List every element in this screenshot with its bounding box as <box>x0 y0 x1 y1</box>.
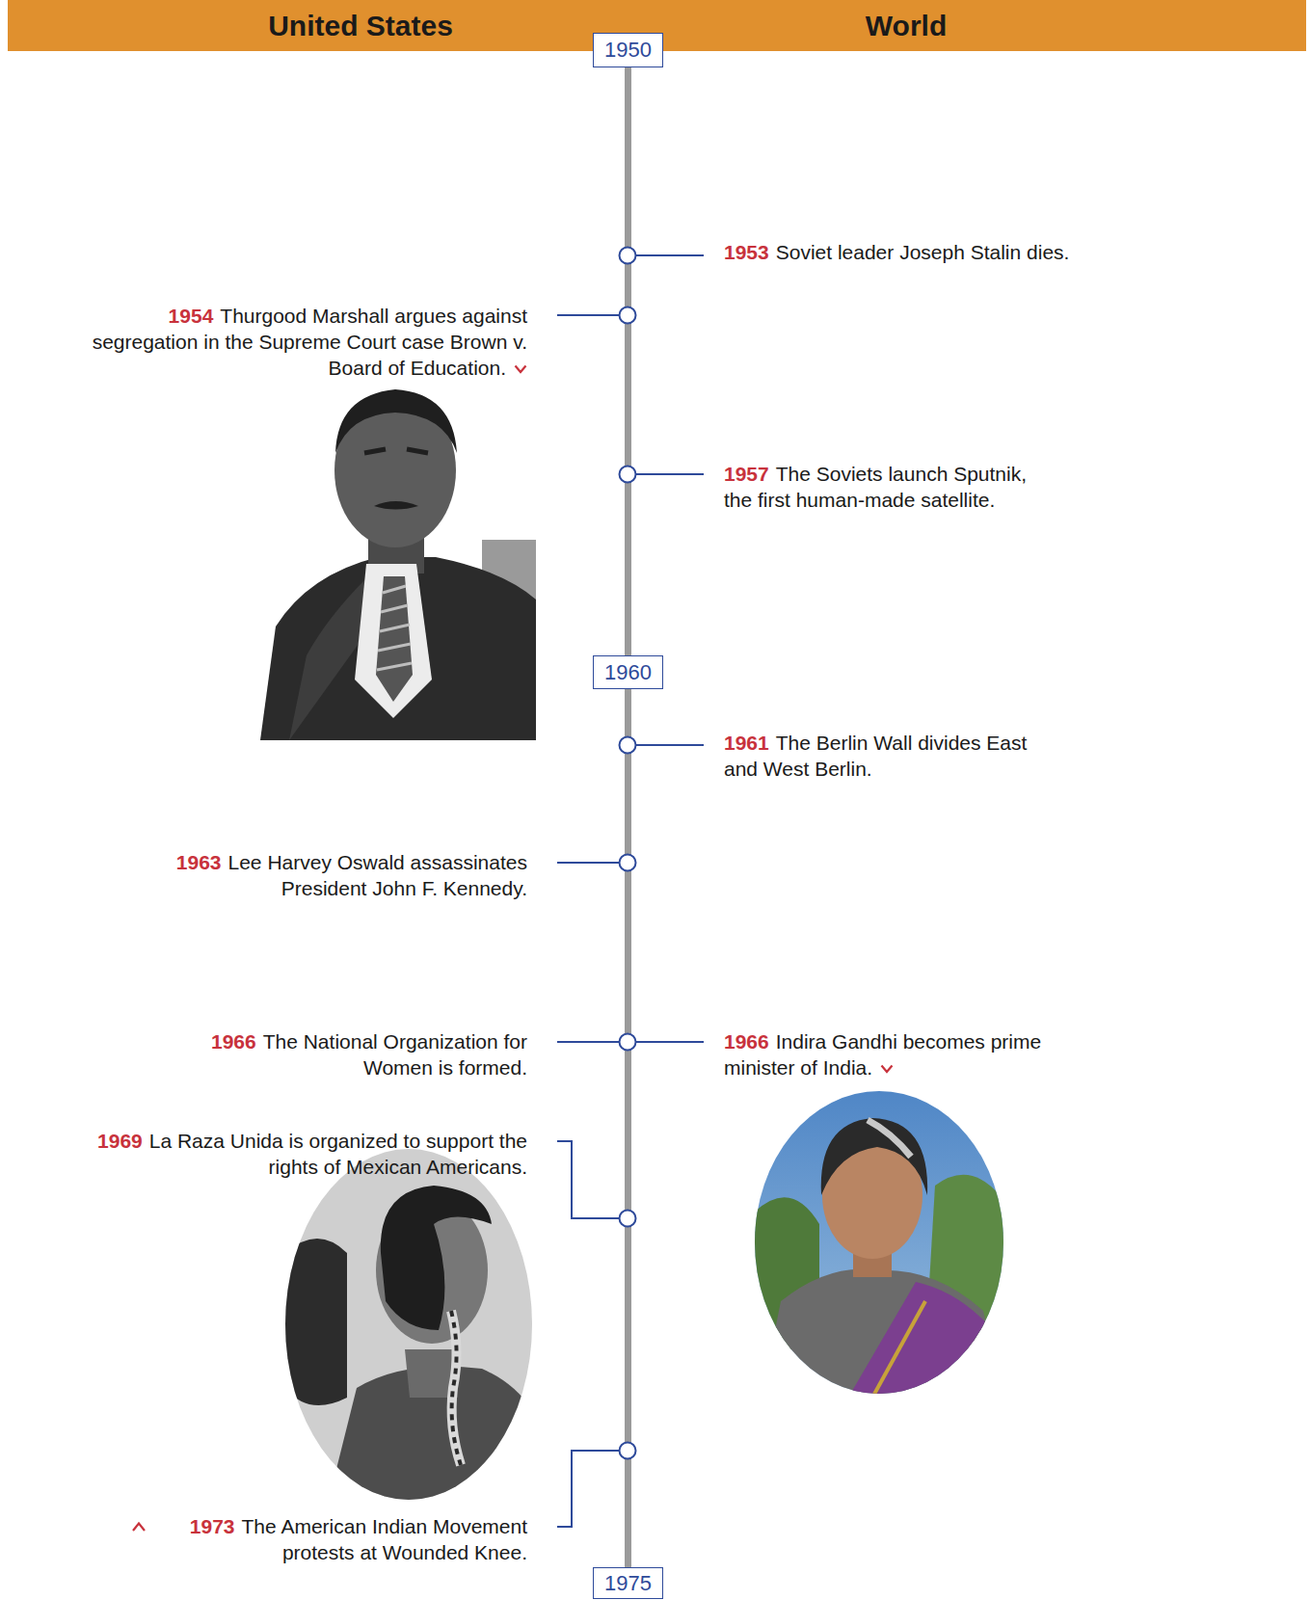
year-label: 1950 <box>593 33 663 67</box>
event-text: Indira Gandhi becomes prime minister of … <box>723 1030 1042 1079</box>
event-year: 1963 <box>176 851 222 874</box>
event-year: 1969 <box>97 1129 143 1152</box>
event-year: 1957 <box>723 462 770 485</box>
event-text: La Raza Unida is organized to support th… <box>149 1129 528 1178</box>
event-year: 1966 <box>723 1030 770 1053</box>
event-text: The American Indian Movement protests at… <box>241 1515 528 1564</box>
column-heading: United States <box>267 0 454 52</box>
event-entry: 1963 Lee Harvey Oswald assassinates Presi… <box>149 849 528 902</box>
event-text: The Soviets launch Sputnik, the first hu… <box>723 462 1027 511</box>
event-text: Soviet leader Joseph Stalin dies. <box>775 240 1070 264</box>
event-text: The National Organization for Women is f… <box>263 1030 528 1079</box>
timeline-dots <box>619 247 637 1460</box>
event-entry: 1969 La Raza Unida is organized to suppor… <box>83 1127 528 1180</box>
timeline-axis <box>624 67 632 656</box>
down-caret <box>513 364 528 375</box>
event-year: 1953 <box>723 240 770 264</box>
event-year: 1961 <box>723 731 770 754</box>
year-marker: 1950 <box>592 32 664 68</box>
event-year: 1973 <box>189 1515 236 1538</box>
down-caret <box>880 1064 894 1074</box>
native-american-photo <box>279 1147 540 1504</box>
timeline-axis <box>624 689 632 1568</box>
event-entry: 1954Thurgood Marshall argues against seg… <box>69 302 528 381</box>
year-marker: 1975 <box>592 1567 664 1600</box>
gandhi-photo <box>751 1089 1008 1398</box>
year-marker: 1960 <box>592 655 664 690</box>
leader-lines <box>557 255 704 1527</box>
marshall-photo <box>260 389 536 741</box>
event-text: Thurgood Marshall argues against segrega… <box>92 304 528 379</box>
year-label: 1975 <box>593 1568 663 1599</box>
event-entry: 1966Indira Gandhi becomes prime minister… <box>723 1028 1083 1081</box>
event-year: 1954 <box>168 304 214 327</box>
event-entry: 1961The Berlin Wall divides East and Wes… <box>723 729 1057 782</box>
event-entry: 1973The American Indian Movement protest… <box>149 1513 528 1566</box>
event-entry: 1966 The National Organization for Women … <box>170 1028 528 1081</box>
event-text: Lee Harvey Oswald assassinates President… <box>228 851 528 900</box>
column-heading: World <box>865 0 947 52</box>
up-caret <box>131 1521 147 1533</box>
year-label: 1960 <box>593 656 663 689</box>
event-entry: 1957The Soviets launch Sputnik, the firs… <box>723 460 1052 513</box>
event-text: The Berlin Wall divides East and West Be… <box>723 731 1027 780</box>
event-entry: 1953Soviet leader Joseph Stalin dies. <box>723 239 1129 266</box>
event-year: 1966 <box>211 1030 257 1053</box>
